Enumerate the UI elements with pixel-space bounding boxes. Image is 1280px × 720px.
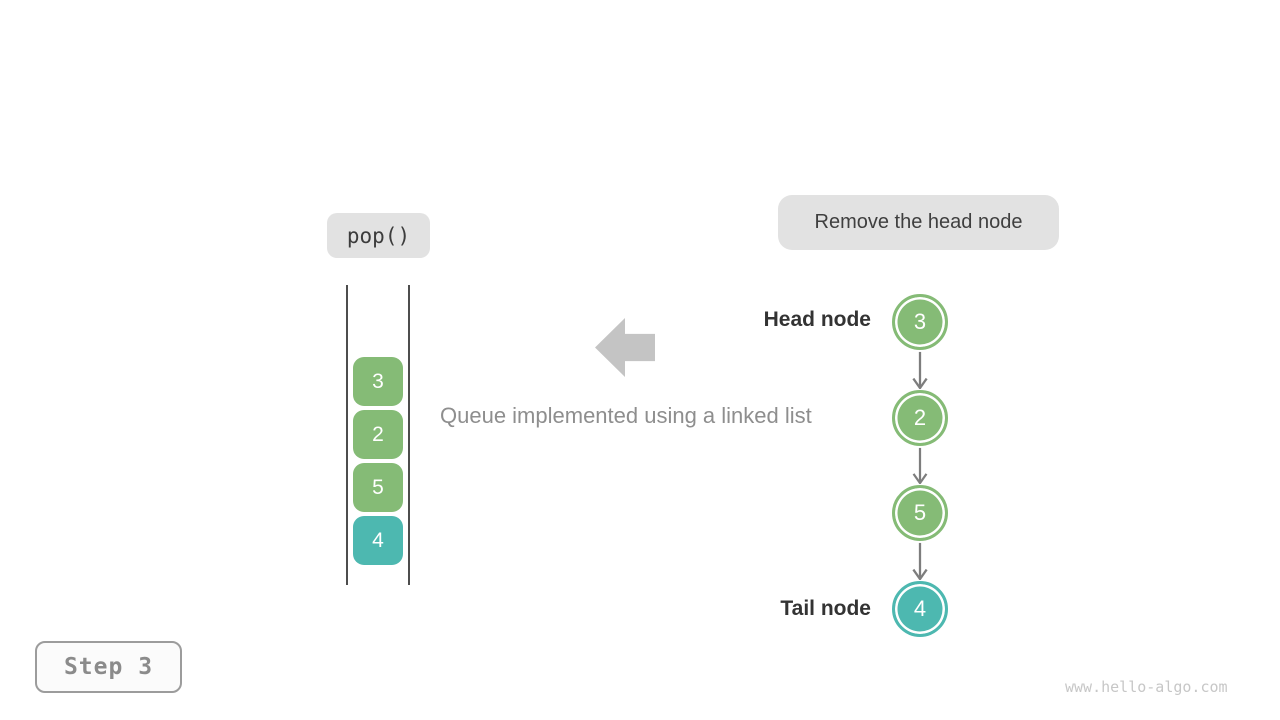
- queue-item: 4: [353, 516, 403, 565]
- linked-list-node: 3: [892, 294, 948, 350]
- remove-head-annotation-badge: Remove the head node: [778, 195, 1059, 250]
- linked-list-node: 4: [892, 581, 948, 637]
- linked-list-node: 5: [892, 485, 948, 541]
- pop-operation-badge: pop(): [327, 213, 430, 258]
- queue-item: 2: [353, 410, 403, 459]
- queue-item: 5: [353, 463, 403, 512]
- watermark-url: www.hello-algo.com: [1065, 678, 1228, 696]
- down-arrow-icon: [912, 542, 928, 580]
- queue-wall-right: [408, 285, 410, 585]
- linked-list-node: 2: [892, 390, 948, 446]
- tail-node-label: Tail node: [780, 597, 871, 620]
- head-node-label: Head node: [763, 308, 871, 331]
- step-badge: Step 3: [35, 641, 182, 693]
- diagram-caption: Queue implemented using a linked list: [440, 403, 812, 428]
- queue-wall-left: [346, 285, 348, 585]
- down-arrow-icon: [912, 351, 928, 389]
- queue-item: 3: [353, 357, 403, 406]
- down-arrow-icon: [912, 447, 928, 484]
